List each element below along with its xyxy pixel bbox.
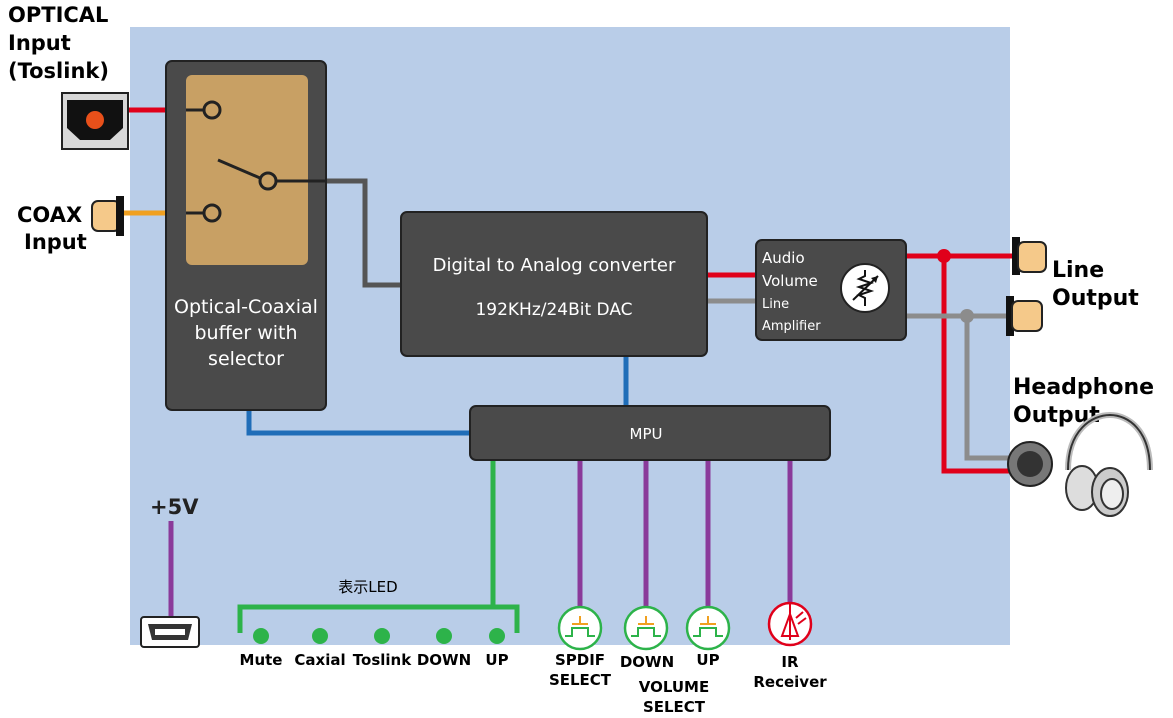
volume-select-label-1: VOLUME [639, 678, 709, 696]
line-output-label-1: Line [1052, 258, 1104, 283]
led-group-label: 表示LED [338, 578, 397, 596]
usb-mini-icon [140, 616, 200, 648]
line-output-label-2: Output [1052, 286, 1139, 311]
dac-title: Digital to Analog converter [433, 255, 676, 276]
led-toslink-icon [374, 628, 390, 644]
selector-switch-area [186, 75, 308, 265]
coax-label-2: Input [24, 230, 87, 254]
ir-receiver-icon [767, 601, 813, 647]
led-label-caxial: Caxial [294, 651, 345, 669]
potentiometer-icon [840, 263, 890, 313]
led-label-toslink: Toslink [353, 651, 412, 669]
selector-label-3: selector [208, 348, 284, 370]
led-label-up: UP [485, 651, 508, 669]
down-button-label: DOWN [620, 653, 674, 671]
spdif-label-1: SPDIF [555, 651, 605, 669]
red-junction [937, 249, 951, 263]
headphone-red-wire [941, 256, 1010, 474]
selector-label-1: Optical-Coaxial [174, 296, 318, 318]
led-caxial-icon [312, 628, 328, 644]
selector-switch-icon [186, 100, 326, 223]
led-up-icon [489, 628, 505, 644]
led-label-down: DOWN [417, 651, 471, 669]
down-button-icon[interactable] [623, 605, 669, 651]
spdif-button-icon[interactable] [557, 605, 603, 651]
coax-label-1: COAX [17, 203, 82, 227]
ir-label-2: Receiver [753, 673, 827, 691]
line-out-jack-1-icon [1012, 237, 1047, 275]
led-mute-icon [253, 628, 269, 644]
amp-label-2: Volume [762, 272, 818, 290]
selector-to-dac-wire [326, 178, 402, 288]
headphone-label-1: Headphone [1013, 375, 1154, 400]
headphone-gray-wire [964, 316, 1010, 461]
optical-label-2: Input [8, 31, 71, 55]
optical-label-1: OPTICAL [8, 3, 108, 27]
ir-label-1: IR [781, 653, 799, 671]
mpu-label: MPU [630, 425, 663, 443]
up-button-label: UP [696, 651, 719, 669]
headphones-icon [1065, 411, 1153, 517]
selector-mpu-wire [246, 410, 471, 436]
headphone-jack-icon [1007, 441, 1053, 487]
led-group: Mute Caxial Toslink DOWN UP [240, 628, 509, 669]
amp-label-4: Amplifier [762, 319, 821, 334]
led-down-icon [436, 628, 452, 644]
coax-jack-icon [91, 196, 124, 236]
up-button-icon[interactable] [685, 605, 731, 651]
amp-label-1: Audio [762, 249, 805, 267]
spdif-label-2: SELECT [549, 671, 612, 689]
led-label-mute: Mute [240, 651, 283, 669]
selector-label-2: buffer with [194, 322, 297, 344]
power-label: +5V [150, 495, 199, 519]
dac-spec: 192KHz/24Bit DAC [475, 300, 632, 320]
optical-jack-icon [61, 92, 129, 150]
led-bus-wire [237, 604, 520, 633]
amp-label-3: Line [762, 297, 789, 312]
dac-block [400, 211, 708, 357]
optical-label-3: (Toslink) [8, 59, 109, 83]
volume-select-label-2: SELECT [643, 698, 706, 716]
line-out-jack-2-icon [1006, 296, 1043, 336]
gray-junction [960, 309, 974, 323]
mpu-block [469, 405, 831, 461]
